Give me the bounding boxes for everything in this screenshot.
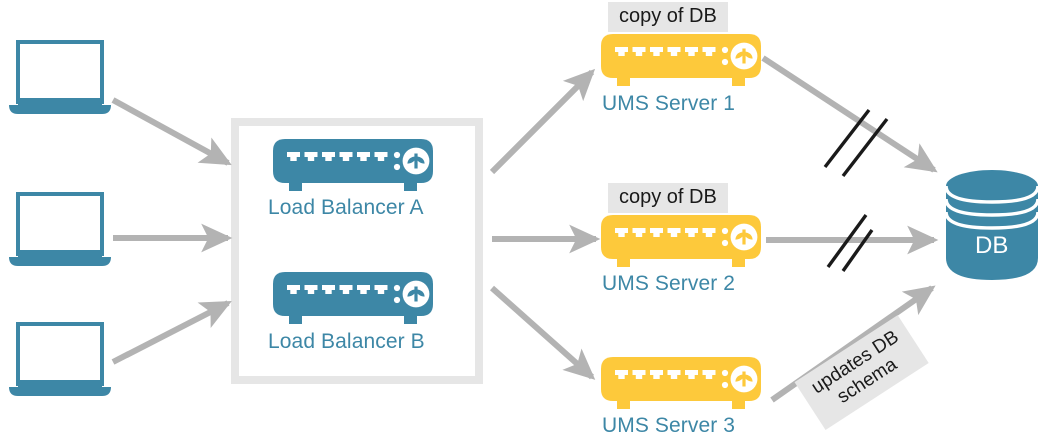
load-balancer-a-label: Load Balancer A	[268, 196, 424, 219]
connector-laptop1-to-lb	[111, 97, 232, 166]
ums-server-2-icon	[601, 215, 761, 267]
cut-marks-ums2	[826, 213, 874, 272]
connector-lb-to-ums1	[489, 68, 596, 175]
connector-laptop3-to-lb	[111, 300, 232, 365]
laptop-2-icon	[8, 192, 112, 268]
ums-server-1-label: UMS Server 1	[602, 92, 736, 115]
laptop-3-icon	[8, 322, 112, 398]
ums-server-3-label: UMS Server 3	[602, 414, 736, 437]
laptop-1-icon	[8, 40, 112, 116]
ums-server-1-icon	[601, 34, 761, 86]
database-label: DB	[975, 232, 1009, 259]
database-cylinder-icon	[944, 170, 1040, 280]
ums-server-3-icon	[601, 357, 761, 409]
connector-lb-to-ums3	[490, 285, 596, 380]
ums-server-2-label: UMS Server 2	[602, 272, 736, 295]
cut-marks-ums1	[823, 108, 889, 178]
copy-of-db-badge-server2: copy of DB	[608, 183, 728, 213]
copy-of-db-badge-server1: copy of DB	[608, 2, 728, 32]
connector-ums1-to-db	[761, 55, 938, 173]
load-balancer-b-label: Load Balancer B	[268, 330, 425, 353]
